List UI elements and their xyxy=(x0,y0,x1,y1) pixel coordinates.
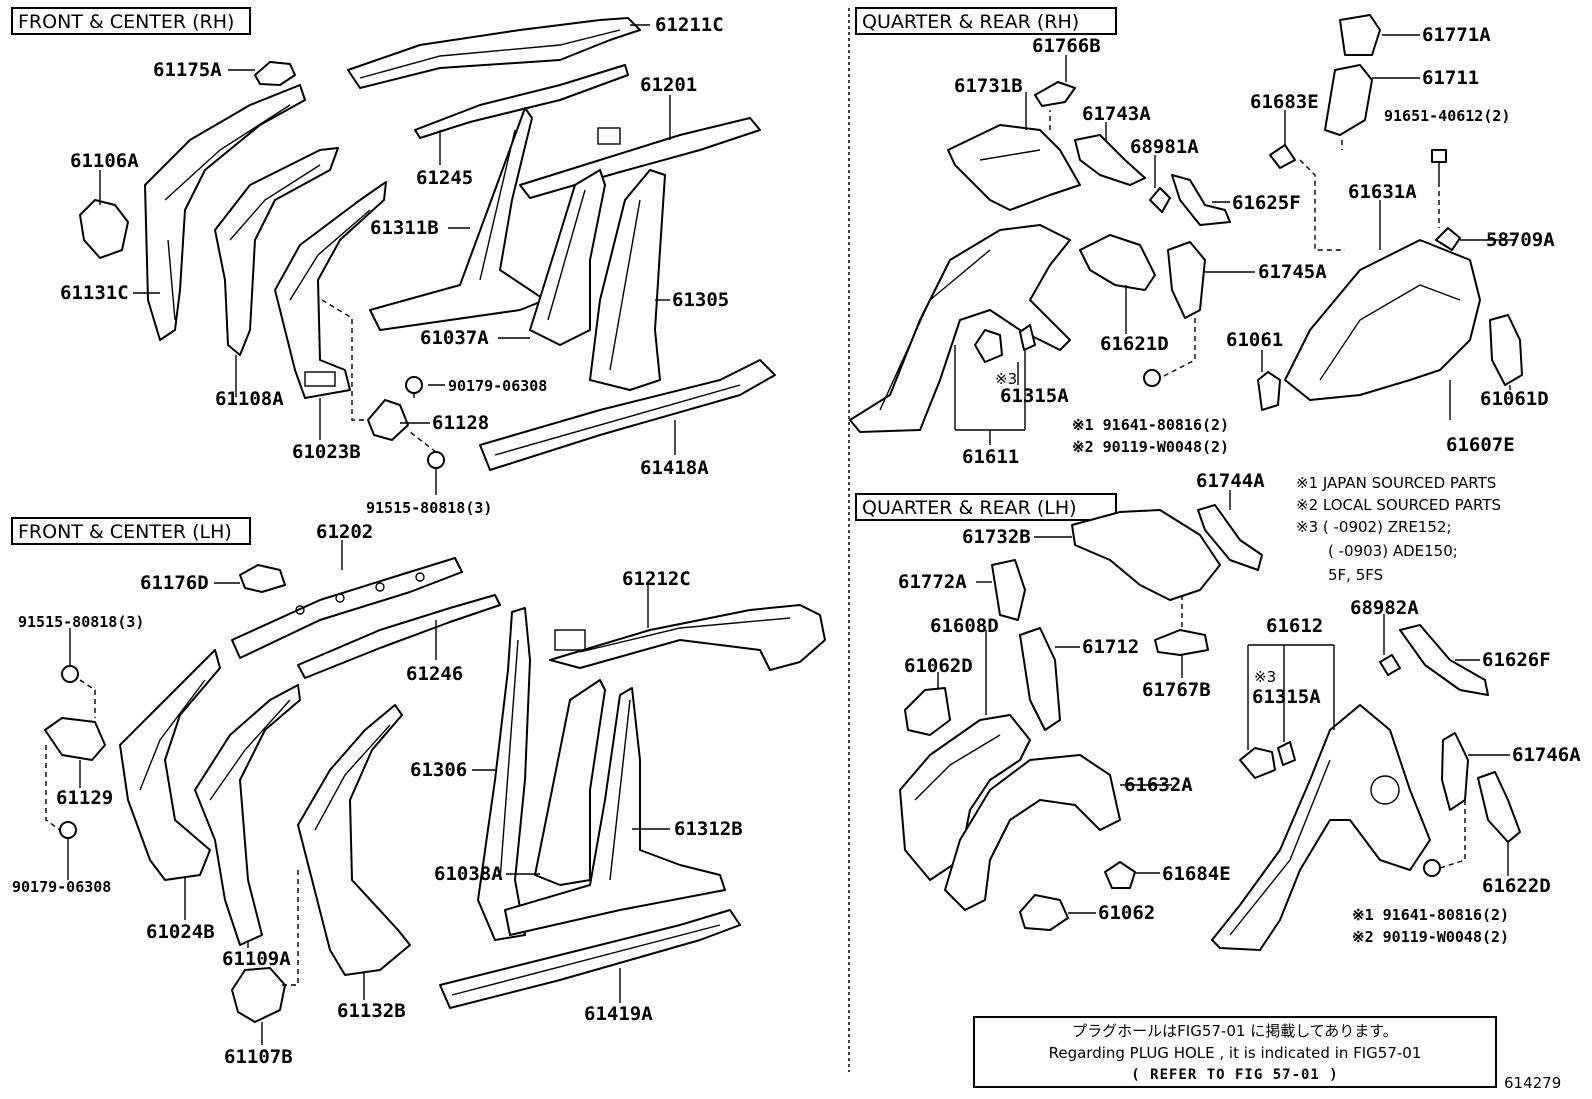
label-61631A: 61631A xyxy=(1348,181,1417,203)
label-90179-06308-rh: 90179-06308 xyxy=(448,377,547,395)
label-61305: 61305 xyxy=(672,289,729,311)
label-68981A: 68981A xyxy=(1130,136,1199,158)
label-61106A: 61106A xyxy=(70,150,139,172)
label-61212C: 61212C xyxy=(622,568,691,590)
label-61767B: 61767B xyxy=(1142,679,1211,701)
label-61023B: 61023B xyxy=(292,441,361,463)
mark-3-rh: ※3 xyxy=(995,370,1017,388)
label-61711: 61711 xyxy=(1422,67,1479,89)
label-61607E: 61607E xyxy=(1446,434,1515,456)
label-61771A: 61771A xyxy=(1422,24,1491,46)
section-title-front-rh: FRONT & CENTER (RH) xyxy=(18,11,234,33)
label-91515-80818-lh: 91515-80818(3) xyxy=(18,613,144,631)
ref-1-rh: ※1 91641-80816(2) xyxy=(1072,416,1229,434)
note-japanese: プラグホールはFIG57-01 に掲載してあります。 xyxy=(1072,1022,1398,1040)
label-58709A: 58709A xyxy=(1486,229,1555,251)
ref-2-lh: ※2 90119-W0048(2) xyxy=(1352,928,1509,946)
label-61622D: 61622D xyxy=(1482,875,1551,897)
label-61744A: 61744A xyxy=(1196,470,1265,492)
label-61037A: 61037A xyxy=(420,327,489,349)
label-61745A: 61745A xyxy=(1258,261,1327,283)
legend-3: ※3 ( -0902) ZRE152; xyxy=(1296,518,1452,536)
label-61621D: 61621D xyxy=(1100,333,1169,355)
label-61132B: 61132B xyxy=(337,1000,406,1022)
note-english: Regarding PLUG HOLE , it is indicated in… xyxy=(1048,1044,1422,1062)
label-91515-80818-rh: 91515-80818(3) xyxy=(366,499,492,517)
legend-4: ( -0903) ADE150; xyxy=(1328,542,1458,560)
label-61128: 61128 xyxy=(432,412,489,434)
ref-2-rh: ※2 90119-W0048(2) xyxy=(1072,438,1229,456)
note-refer: ( REFER TO FIG 57-01 ) xyxy=(1131,1067,1339,1083)
label-91651-40612: 91651-40612(2) xyxy=(1384,107,1510,125)
label-61746A: 61746A xyxy=(1512,744,1581,766)
label-61306: 61306 xyxy=(410,759,467,781)
label-61211C: 61211C xyxy=(655,14,724,36)
label-61418A: 61418A xyxy=(640,457,709,479)
plug-hole-note: プラグホールはFIG57-01 に掲載してあります。 Regarding PLU… xyxy=(973,1016,1497,1088)
label-61175A: 61175A xyxy=(153,59,222,81)
label-61612: 61612 xyxy=(1266,615,1323,637)
legend-5: 5F, 5FS xyxy=(1328,566,1383,584)
rear-rh-parts xyxy=(849,14,1523,433)
label-61107B: 61107B xyxy=(224,1046,293,1068)
label-61201: 61201 xyxy=(640,74,697,96)
legend-2: ※2 LOCAL SOURCED PARTS xyxy=(1296,496,1501,514)
section-title-rear-lh: QUARTER & REAR (LH) xyxy=(862,497,1077,519)
label-61743A: 61743A xyxy=(1082,103,1151,125)
label-61732B: 61732B xyxy=(962,526,1031,548)
front-lh-parts xyxy=(44,557,826,1023)
label-61024B: 61024B xyxy=(146,921,215,943)
label-61625F: 61625F xyxy=(1232,192,1301,214)
label-61684E: 61684E xyxy=(1162,863,1231,885)
label-61038A: 61038A xyxy=(434,863,503,885)
figure-id: 614279 xyxy=(1504,1074,1561,1092)
ref-1-lh: ※1 91641-80816(2) xyxy=(1352,906,1509,924)
label-61061: 61061 xyxy=(1226,329,1283,351)
label-61712: 61712 xyxy=(1082,636,1139,658)
label-61312B: 61312B xyxy=(674,818,743,840)
label-61632A: 61632A xyxy=(1124,774,1193,796)
label-61419A: 61419A xyxy=(584,1003,653,1025)
front-rh-parts xyxy=(79,17,776,471)
label-61683E: 61683E xyxy=(1250,91,1319,113)
label-61608D: 61608D xyxy=(930,615,999,637)
label-61731B: 61731B xyxy=(954,75,1023,97)
label-61245: 61245 xyxy=(416,167,473,189)
label-61176D: 61176D xyxy=(140,572,209,594)
label-61061D: 61061D xyxy=(1480,388,1549,410)
label-61766B: 61766B xyxy=(1032,35,1101,57)
label-61131C: 61131C xyxy=(60,282,129,304)
label-61315A-rh: 61315A xyxy=(1000,385,1069,407)
label-61315A-lh: 61315A xyxy=(1252,686,1321,708)
label-61611: 61611 xyxy=(962,446,1019,468)
label-68982A: 68982A xyxy=(1350,597,1419,619)
legend-1: ※1 JAPAN SOURCED PARTS xyxy=(1296,474,1496,492)
label-61062D: 61062D xyxy=(904,655,973,677)
label-61062: 61062 xyxy=(1098,902,1155,924)
label-61626F: 61626F xyxy=(1482,649,1551,671)
section-title-front-lh: FRONT & CENTER (LH) xyxy=(18,521,232,543)
label-61129: 61129 xyxy=(56,787,113,809)
section-title-rear-rh: QUARTER & REAR (RH) xyxy=(862,11,1079,33)
rear-lh-parts xyxy=(899,504,1521,951)
mark-3-lh: ※3 xyxy=(1254,668,1276,686)
label-61246: 61246 xyxy=(406,663,463,685)
label-90179-06308-lh: 90179-06308 xyxy=(12,878,111,896)
label-61108A: 61108A xyxy=(215,388,284,410)
label-61202: 61202 xyxy=(316,521,373,543)
label-61109A: 61109A xyxy=(222,948,291,970)
label-61311B: 61311B xyxy=(370,217,439,239)
label-61772A: 61772A xyxy=(898,571,967,593)
